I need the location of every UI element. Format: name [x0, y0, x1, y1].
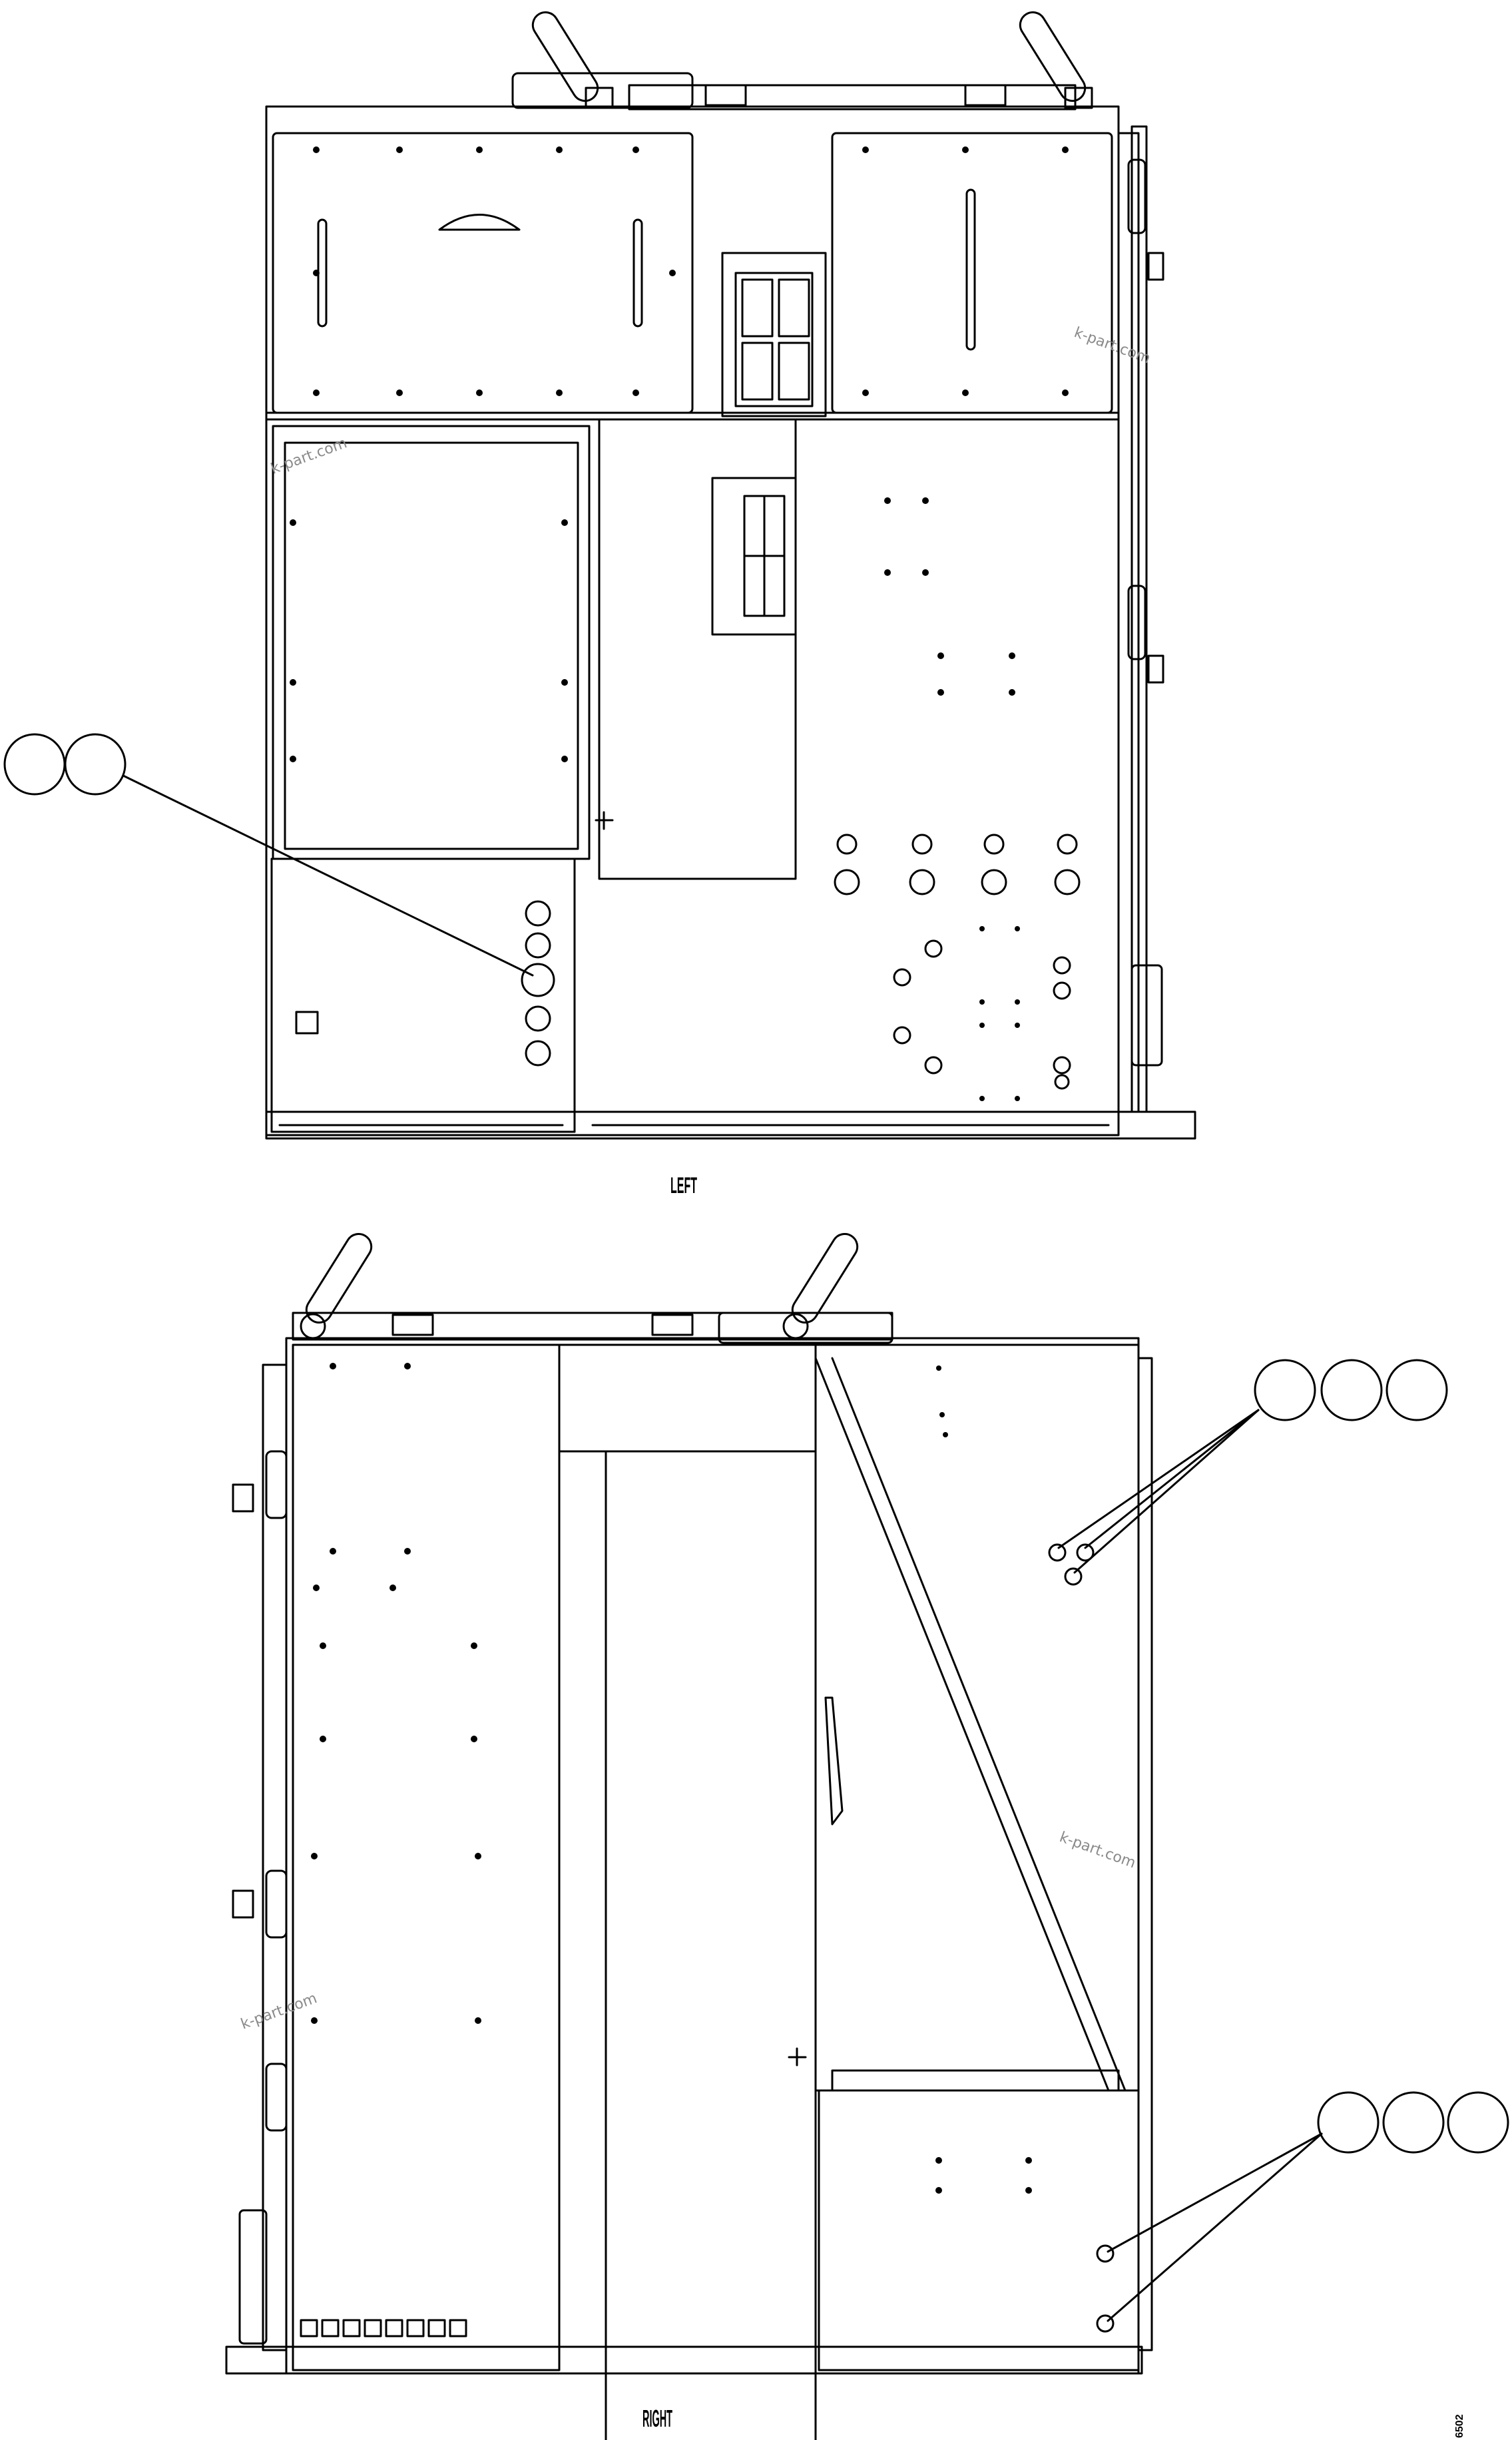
right-upper-callout — [1057, 1359, 1448, 1574]
left-view-handle-left — [531, 11, 614, 109]
left-view-lower-compartment — [270, 857, 576, 1133]
right-view-diagonal-strut — [814, 1357, 1127, 2092]
drawing-code: 6502 — [1454, 2414, 1465, 2438]
left-view-handle-right — [1019, 11, 1093, 109]
callout-balloon — [1386, 1359, 1448, 1421]
right-lower-callout — [1107, 2091, 1509, 2322]
callout-balloon — [1382, 2091, 1445, 2154]
right-view-handle-left — [300, 1233, 373, 1340]
fastener-dots — [290, 146, 1069, 2194]
right-view-fittings — [1048, 1543, 1115, 2333]
left-view-vent-upper — [721, 252, 827, 417]
watermark-text: k-part.com — [269, 435, 350, 477]
callout-balloon — [1254, 1359, 1316, 1421]
right-view-label: RIGHT — [642, 2405, 672, 2432]
left-view-vent-middle — [711, 477, 797, 636]
callout-balloon — [3, 733, 66, 796]
right-view-body — [285, 1337, 1140, 2375]
left-view-fittings — [834, 834, 1081, 1090]
right-view-left-panel — [292, 1343, 561, 2371]
left-view-gauges — [521, 900, 555, 1067]
left-view — [265, 11, 1196, 1140]
watermark-text: k-part.com — [1057, 1829, 1138, 1871]
callout-balloon — [1320, 1359, 1383, 1421]
right-view-label-plates — [300, 2319, 467, 2337]
left-view-access-panel — [272, 425, 591, 860]
watermark-text: k-part.com — [239, 1990, 320, 2033]
left-view-upper-left-panel — [272, 132, 694, 414]
callout-balloon — [1447, 2091, 1509, 2154]
right-view — [225, 1233, 1153, 2440]
callout-balloon — [64, 733, 126, 796]
callout-balloon — [1317, 2091, 1380, 2154]
right-view-handle-right — [782, 1233, 859, 1340]
left-view-label: LEFT — [670, 1173, 697, 1198]
right-view-center-cover — [605, 1450, 817, 2440]
left-view-callout — [3, 733, 534, 977]
